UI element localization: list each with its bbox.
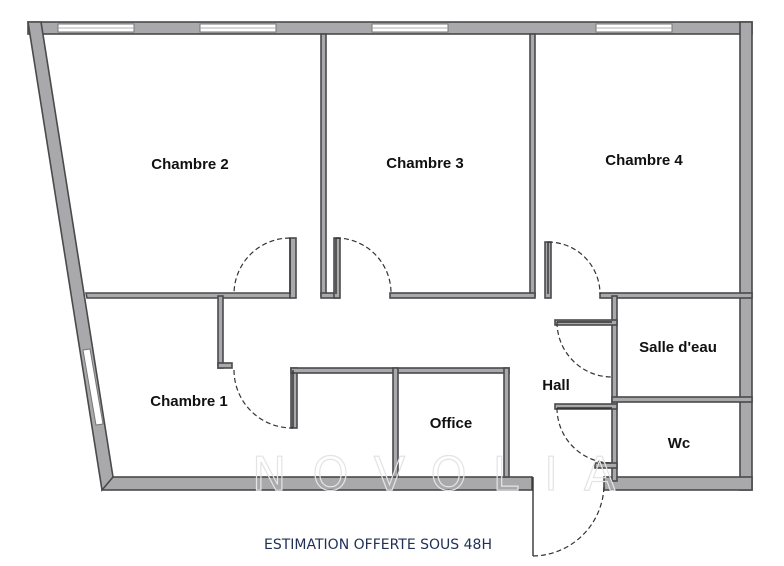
room-label-chambre-4: Chambre 4 <box>605 152 683 169</box>
room-label-wc: Wc <box>668 435 691 452</box>
room-label-chambre-3: Chambre 3 <box>386 155 464 172</box>
room-label-chambre-2: Chambre 2 <box>151 156 229 173</box>
doors <box>233 237 613 557</box>
windows <box>57 23 673 426</box>
room-label-salle-deau: Salle d'eau <box>639 339 717 356</box>
interior-walls <box>85 33 753 482</box>
room-label-office: Office <box>430 415 473 432</box>
novolia-watermark: NOVOLIA <box>252 447 641 501</box>
estimation-footer: ESTIMATION OFFERTE SOUS 48H <box>264 537 492 553</box>
outer-walls <box>27 21 753 492</box>
room-label-chambre-1: Chambre 1 <box>150 393 228 410</box>
room-label-hall: Hall <box>542 377 570 394</box>
room-labels: Chambre 2 Chambre 3 Chambre 4 Salle d'ea… <box>150 152 717 452</box>
